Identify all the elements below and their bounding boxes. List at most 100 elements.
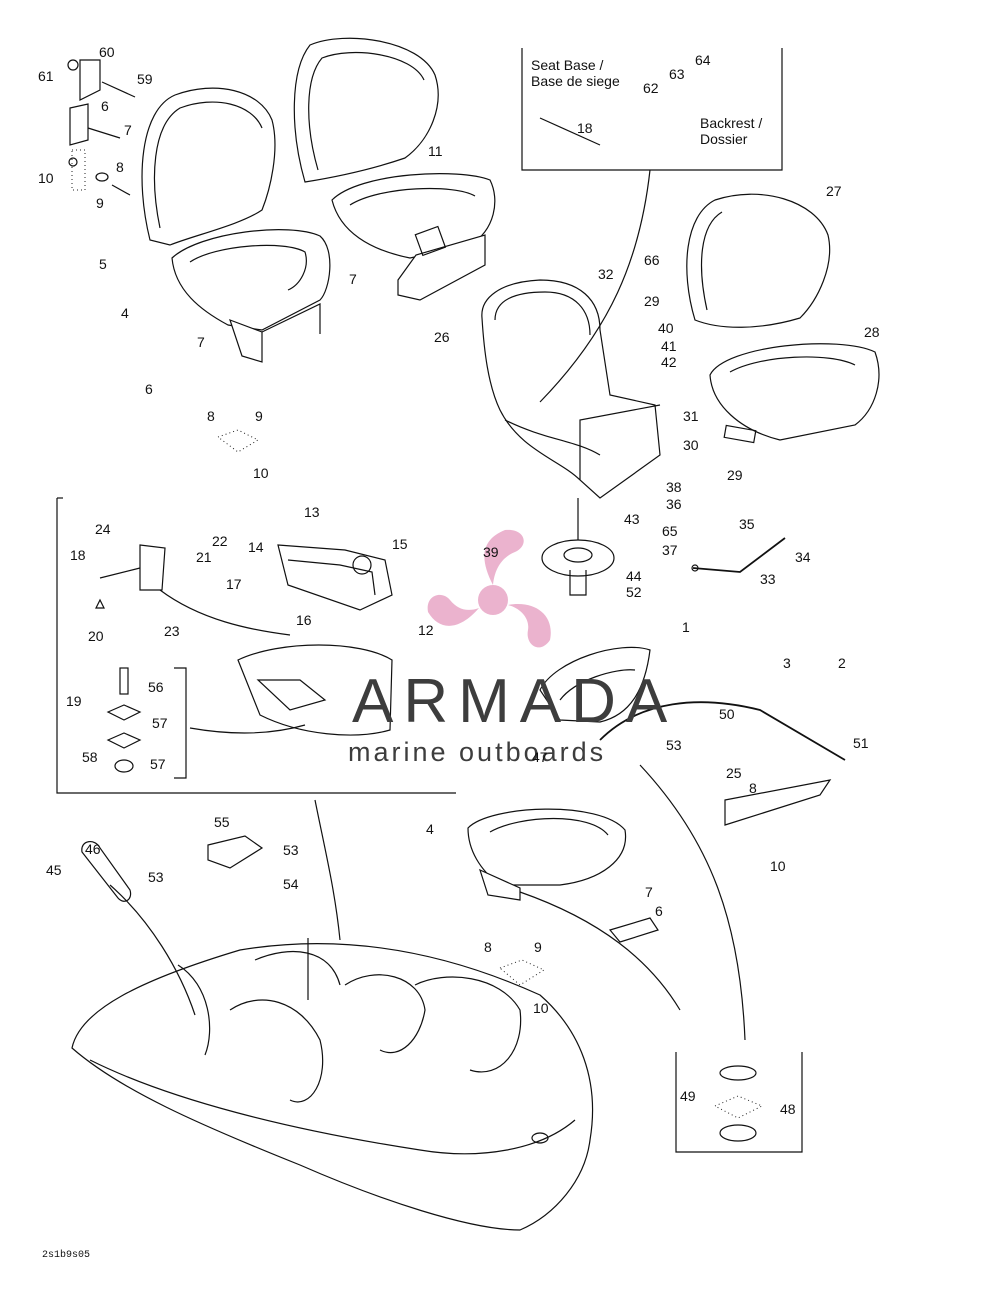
callout-45: 45	[46, 862, 62, 878]
backrest-27	[686, 193, 831, 328]
watermark-tagline: marine outboards	[348, 737, 606, 767]
callout-4: 4	[426, 821, 434, 837]
callout-53: 53	[148, 869, 164, 885]
grab-handle-54	[207, 835, 264, 869]
callout-39: 39	[483, 544, 499, 560]
callout-2: 2	[838, 655, 846, 671]
caption-dossier: Dossier	[700, 131, 748, 147]
seat-4-lower	[467, 808, 627, 901]
latch-33	[691, 537, 786, 573]
callout-8: 8	[749, 780, 757, 796]
callout-19: 19	[66, 693, 82, 709]
callout-18: 18	[70, 547, 86, 563]
callout-7: 7	[645, 884, 653, 900]
callout-11: 11	[428, 143, 443, 159]
callout-27: 27	[826, 183, 842, 199]
callout-49: 49	[680, 1088, 696, 1104]
caption-base-de-siege: Base de siege	[531, 73, 620, 89]
callout-56: 56	[148, 679, 164, 695]
seat-cushion-28	[709, 343, 880, 444]
callout-10: 10	[533, 1000, 549, 1016]
callout-7: 7	[349, 271, 357, 287]
seat-1	[539, 646, 651, 723]
fastener-stack	[106, 667, 142, 773]
mount-plate-lower	[216, 429, 659, 986]
callouts: 60 61 59 6 7 8 10 9 5 4 11 7 7 6 8 9 10 …	[38, 44, 880, 1117]
callout-34: 34	[795, 549, 811, 565]
frame-rail	[599, 701, 846, 826]
inset-frame-cushion	[56, 497, 456, 794]
callout-6: 6	[145, 381, 153, 397]
callout-3: 3	[783, 655, 791, 671]
callout-17: 17	[226, 576, 242, 592]
callout-23: 23	[164, 623, 180, 639]
callout-8: 8	[484, 939, 492, 955]
callout-9: 9	[534, 939, 542, 955]
callout-29: 29	[644, 293, 660, 309]
cushion-panel-12	[277, 544, 393, 611]
callout-54: 54	[283, 876, 299, 892]
callout-32: 32	[598, 266, 614, 282]
caption-seat-base: Seat Base /	[531, 57, 603, 73]
inset-frame-fastener	[174, 667, 187, 779]
callout-20: 20	[88, 628, 104, 644]
callout-21: 21	[196, 549, 212, 565]
callout-7: 7	[197, 334, 205, 350]
front-seat-hardware	[67, 59, 136, 196]
callout-38: 38	[666, 479, 682, 495]
callout-40: 40	[658, 320, 674, 336]
callout-7: 7	[124, 122, 132, 138]
callout-10: 10	[770, 858, 786, 874]
inset-frame-plug	[675, 1052, 803, 1153]
callout-29: 29	[727, 467, 743, 483]
watermark-brand: ARMADA	[352, 667, 677, 736]
front-backrest	[141, 87, 276, 246]
callout-9: 9	[255, 408, 263, 424]
plug-parts	[713, 1065, 764, 1142]
boat-hull	[71, 938, 594, 1231]
callout-6: 6	[655, 903, 663, 919]
callout-58: 58	[82, 749, 98, 765]
callout-33: 33	[760, 571, 776, 587]
callout-59: 59	[137, 71, 153, 87]
callout-52: 52	[626, 584, 642, 600]
callout-15: 15	[392, 536, 408, 552]
callout-10: 10	[38, 170, 54, 186]
front-seat-cushion	[171, 229, 331, 363]
callout-4: 4	[121, 305, 129, 321]
callout-25: 25	[726, 765, 742, 781]
callout-16: 16	[296, 612, 312, 628]
callout-53: 53	[666, 737, 682, 753]
callout-13: 13	[304, 504, 320, 520]
callout-41: 41	[661, 338, 677, 354]
callout-53: 53	[283, 842, 299, 858]
callout-43: 43	[624, 511, 640, 527]
callout-31: 31	[683, 408, 699, 424]
callout-60: 60	[99, 44, 115, 60]
callout-37: 37	[662, 542, 678, 558]
callout-8: 8	[116, 159, 124, 175]
callout-28: 28	[864, 324, 880, 340]
callout-63: 63	[669, 66, 685, 82]
callout-55: 55	[214, 814, 230, 830]
caption-backrest: Backrest /	[700, 115, 762, 131]
callout-57: 57	[152, 715, 168, 731]
callout-24: 24	[95, 521, 111, 537]
callout-12: 12	[418, 622, 434, 638]
callout-57: 57	[150, 756, 166, 772]
callout-66: 66	[644, 252, 660, 268]
callout-9: 9	[96, 195, 104, 211]
callout-8: 8	[207, 408, 215, 424]
callout-46: 46	[85, 841, 101, 857]
callout-61: 61	[38, 68, 54, 84]
hinge-24	[95, 544, 166, 609]
watermark-logo	[427, 529, 551, 648]
callout-42: 42	[661, 354, 677, 370]
rear-seat-cushion	[331, 173, 496, 301]
callout-35: 35	[739, 516, 755, 532]
callout-6: 6	[101, 98, 109, 114]
callout-64: 64	[695, 52, 711, 68]
callout-5: 5	[99, 256, 107, 272]
callout-22: 22	[212, 533, 228, 549]
